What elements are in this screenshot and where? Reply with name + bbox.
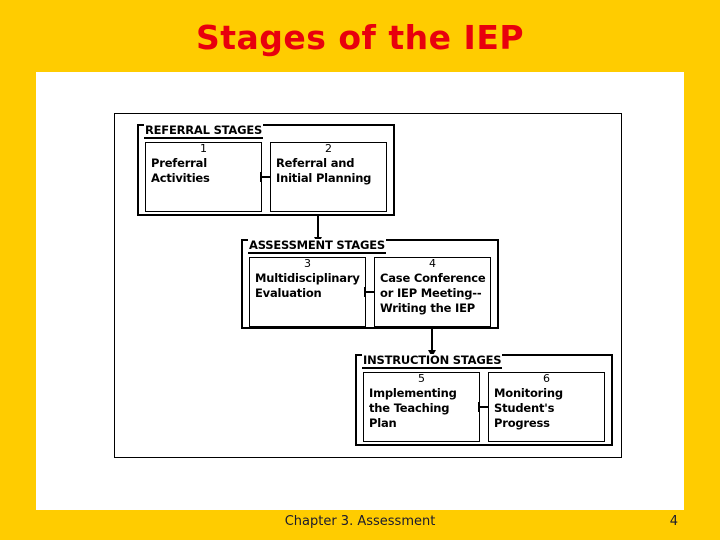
stage-label-3: Multidisciplinary Evaluation bbox=[255, 271, 360, 300]
stage-label-1: Preferral Activities bbox=[151, 156, 210, 185]
stage-box-5: 5 Implementing the Teaching Plan bbox=[363, 372, 480, 442]
stage-number-4: 4 bbox=[429, 257, 436, 270]
stage-number-5: 5 bbox=[418, 372, 425, 385]
stage-number-1: 1 bbox=[200, 142, 207, 155]
arrow-referral-to-assessment-icon bbox=[314, 216, 322, 244]
stage-number-6: 6 bbox=[543, 372, 550, 385]
stage-label-4: Case Conference or IEP Meeting-- Writing… bbox=[380, 271, 486, 315]
stage-label-6: Monitoring Student's Progress bbox=[494, 386, 563, 430]
stage-group-referral: REFERRAL STAGES 1 Preferral Activities 2… bbox=[137, 124, 395, 216]
stage-box-2: 2 Referral and Initial Planning bbox=[270, 142, 387, 212]
stage-group-label-instruction: INSTRUCTION STAGES bbox=[362, 353, 503, 369]
stage-group-label-referral: REFERRAL STAGES bbox=[144, 123, 264, 139]
stage-group-assessment: ASSESSMENT STAGES 3 Multidisciplinary Ev… bbox=[241, 239, 499, 329]
iep-stages-flowchart: REFERRAL STAGES 1 Preferral Activities 2… bbox=[114, 113, 622, 458]
arrow-assessment-to-instruction-icon bbox=[428, 329, 436, 357]
stage-box-6: 6 Monitoring Student's Progress bbox=[488, 372, 605, 442]
stage-number-2: 2 bbox=[325, 142, 332, 155]
footer-chapter-label: Chapter 3. Assessment bbox=[284, 514, 436, 529]
stage-group-instruction: INSTRUCTION STAGES 5 Implementing the Te… bbox=[355, 354, 613, 446]
stage-group-label-assessment: ASSESSMENT STAGES bbox=[248, 238, 386, 254]
page-number: 4 bbox=[669, 514, 678, 529]
stage-number-3: 3 bbox=[304, 257, 311, 270]
stage-label-2: Referral and Initial Planning bbox=[276, 156, 372, 185]
stage-box-3: 3 Multidisciplinary Evaluation bbox=[249, 257, 366, 327]
stage-box-1: 1 Preferral Activities bbox=[145, 142, 262, 212]
stage-box-4: 4 Case Conference or IEP Meeting-- Writi… bbox=[374, 257, 491, 327]
page-title: Stages of the IEP bbox=[195, 18, 525, 57]
slide-content-panel: REFERRAL STAGES 1 Preferral Activities 2… bbox=[36, 72, 684, 510]
stage-label-5: Implementing the Teaching Plan bbox=[369, 386, 457, 430]
